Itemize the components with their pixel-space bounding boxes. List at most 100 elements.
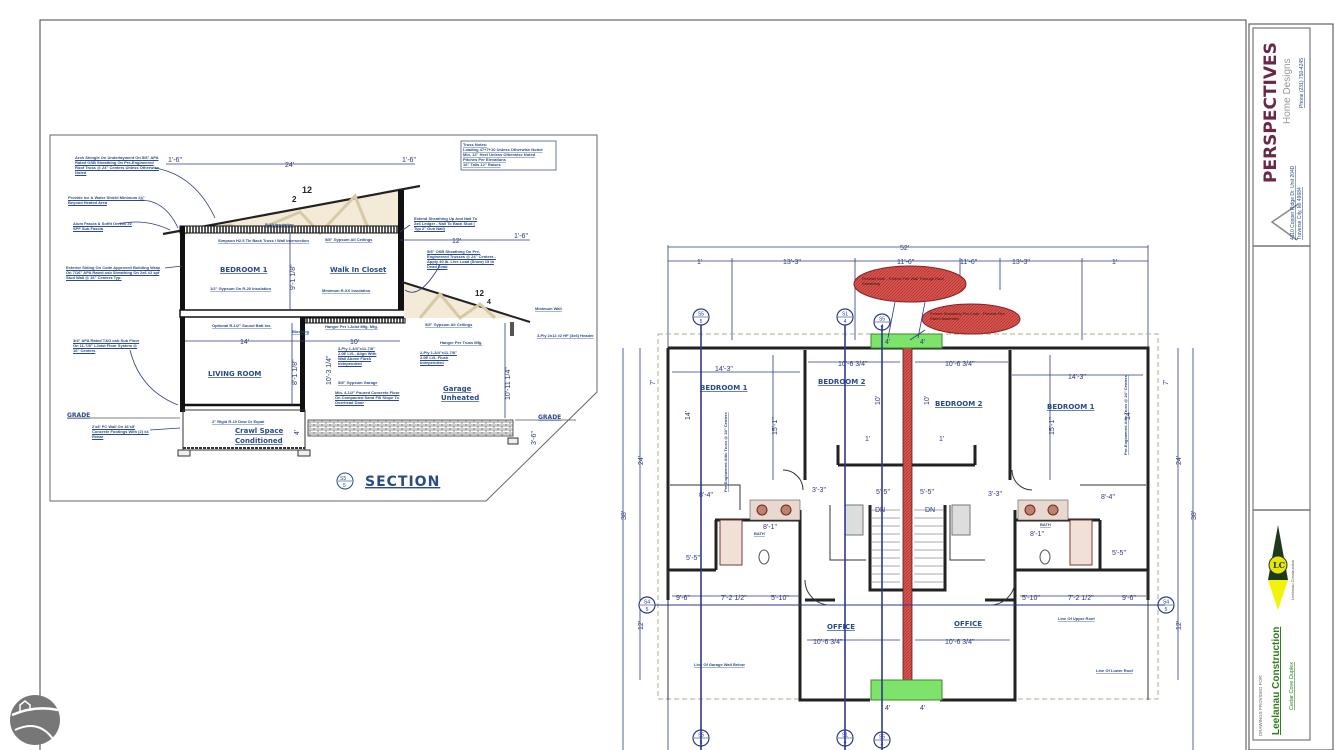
dim: 10'-3 1/4" [326, 355, 333, 385]
svg-text:5/8" Gypsum All Ceilings: 5/8" Gypsum All Ceilings [325, 237, 373, 242]
firewall [902, 339, 913, 701]
svg-text:5: 5 [343, 483, 346, 489]
svg-text:R-49 Insulation: R-49 Insulation [265, 222, 294, 227]
plan-note: Pre-Engineered Attic Truss @ 24" Centers [1123, 375, 1128, 455]
section-marker: S14 [836, 308, 854, 326]
room-label: BEDROOM 1 [220, 266, 268, 274]
dim: 1'-6" [514, 233, 528, 240]
dim: 24' [285, 162, 294, 169]
floor-plan: 52' 1' 13'-3" 11'-6" 11'-6" 13'-3" 1' 24… [621, 245, 1198, 750]
svg-text:5'-10": 5'-10" [771, 595, 789, 602]
svg-text:4': 4' [885, 339, 890, 346]
svg-text:Hanger Per I-Joist Mfg. Mfg.: Hanger Per I-Joist Mfg. Mfg. [325, 324, 378, 329]
svg-text:Min. 12" Heel Unless Otherwise: Min. 12" Heel Unless Otherwise Noted [463, 152, 536, 157]
svg-text:3'-3": 3'-3" [812, 487, 826, 494]
dim: 38' [1191, 511, 1198, 520]
room-label: Walk In Closet [330, 266, 387, 274]
dim: 14' [240, 339, 249, 346]
stair-label: DN [925, 507, 935, 514]
client-logo: LC [1268, 525, 1288, 610]
garage-slab [307, 419, 514, 437]
svg-text:5'-5": 5'-5" [876, 489, 890, 496]
svg-text:10'-6 3/4": 10'-6 3/4" [813, 639, 843, 646]
section-marker-bottom: 5 [700, 319, 703, 325]
dim: 11'-6" [897, 259, 915, 266]
house-on-hill-logo [10, 695, 60, 745]
section-marker: S55 [692, 308, 710, 326]
svg-text:Loading 47+7+10 Unless Otherwi: Loading 47+7+10 Unless Otherwise Noted [463, 147, 543, 152]
svg-text:Simpson H2.5 Tie Back Truss /: Simpson H2.5 Tie Back Truss / Wall Inter… [218, 238, 309, 243]
svg-text:5'-5": 5'-5" [686, 555, 700, 562]
grade-label-left: GRADE [67, 412, 90, 419]
dim: 1' [1112, 259, 1117, 266]
dim: 8'-1 1/8" [292, 359, 299, 385]
firewall-parapet-bottom [870, 679, 943, 701]
svg-text:15'-1": 15'-1" [772, 417, 779, 435]
svg-text:Blocking: Blocking [292, 329, 309, 334]
plan-note: Line Of Garage Wall Below [694, 662, 746, 667]
svg-text:16" Tails 12" Raises: 16" Tails 12" Raises [463, 162, 502, 167]
bath-fixtures [719, 499, 1093, 566]
section-notes-right: Extend Sheathing Up And Nail To 2x6 Ledg… [335, 216, 594, 405]
room-label: BATH [1040, 522, 1051, 527]
svg-text:10': 10' [875, 396, 882, 405]
overall-width-dim: 52' [900, 245, 909, 252]
section-marker-top: S5 [698, 312, 704, 318]
svg-text:Minimum R-XX Insulation: Minimum R-XX Insulation [322, 288, 371, 293]
room-label: BATH [754, 531, 765, 536]
firewall-parapet-top [870, 333, 943, 349]
room-label: BEDROOM 2 [935, 400, 983, 408]
ceiling-joists [179, 225, 404, 234]
dim: 3'-6" [531, 431, 538, 445]
dim: 10' [350, 339, 359, 346]
dim: 1'-6" [168, 157, 182, 164]
svg-text:Minimum Wall: Minimum Wall [535, 306, 562, 311]
svg-text:7'-2 1/2": 7'-2 1/2" [721, 595, 747, 602]
roof-logo-icon [1270, 204, 1298, 241]
room-label: Crawl Space [235, 427, 284, 435]
room-label: OFFICE [954, 620, 982, 628]
stair-label: DN [875, 507, 885, 514]
room-label: Unheated [441, 394, 479, 402]
svg-text:10'-6 3/4": 10'-6 3/4" [838, 361, 868, 368]
svg-text:Optional R-1/2" Sound Batt Ins: Optional R-1/2" Sound Batt Ins. [212, 323, 271, 328]
dim: 14' [1125, 411, 1132, 420]
designer-title-block: PERSPECTIVES Home Designs 4110 Copper Ri… [1261, 42, 1305, 241]
svg-text:1': 1' [939, 436, 944, 443]
svg-text:4': 4' [920, 339, 925, 346]
section-marker-top: S4 [644, 600, 650, 606]
svg-text:5'-10": 5'-10" [1022, 595, 1040, 602]
section-marker-bottom: 5 [646, 607, 649, 613]
dim: 1' [697, 259, 702, 266]
phone-number: Phone (231) 750-4245 [1299, 58, 1305, 108]
room-dimensions: 14'-3" 10'-6 3/4" 10'-6 3/4" 14'-3" 15'-… [672, 339, 1146, 712]
client-name: Leelanau Construction [1271, 627, 1282, 735]
revision-cloud: Firewall Note - Extend Fire Wall Through… [853, 265, 967, 303]
svg-text:4': 4' [920, 705, 925, 712]
revision-cloud: Extend Sheathing Per Code - Provide Fire… [921, 303, 1021, 335]
client-logo-text: LC [1273, 560, 1285, 570]
section-marker-top: S4 [1163, 600, 1169, 606]
svg-text:1': 1' [865, 436, 870, 443]
sheet-border [39, 19, 1247, 750]
svg-text:5/8" Gypsum All Ceilings: 5/8" Gypsum All Ceilings [425, 322, 473, 327]
section-marker-bottom: 4 [844, 319, 847, 325]
project-name: Cedar Cove Duplex [1289, 662, 1295, 710]
svg-text:5/8" Gypsum Garage: 5/8" Gypsum Garage [338, 380, 378, 385]
svg-text:7'-2 1/2": 7'-2 1/2" [1068, 595, 1094, 602]
dim: 10'-11 1/4" [505, 367, 512, 400]
company-name: PERSPECTIVES [1261, 42, 1281, 183]
provided-for-label: DRAWINGS PROVIDED FOR: [1258, 675, 1263, 736]
svg-text:8'-4": 8'-4" [699, 492, 713, 499]
dim: 9'-1 1/8" [290, 264, 297, 290]
address-line-2: Traverse City, MI 49684 [1297, 187, 1303, 240]
section-marker-bottom: 5 [1165, 607, 1168, 613]
svg-text:2" Rigid R-10 Dow Or Equal: 2" Rigid R-10 Dow Or Equal [212, 419, 264, 424]
title-block-border [1248, 23, 1334, 750]
svg-text:15'-1": 15'-1" [1049, 417, 1056, 435]
svg-text:5'-5": 5'-5" [1112, 550, 1126, 557]
client-logo-caption: Leelanau Construction [1290, 560, 1295, 600]
svg-text:9'-6": 9'-6" [1122, 595, 1136, 602]
section-view: Truss Notes: Loading 47+7+10 Unless Othe… [49, 134, 598, 502]
